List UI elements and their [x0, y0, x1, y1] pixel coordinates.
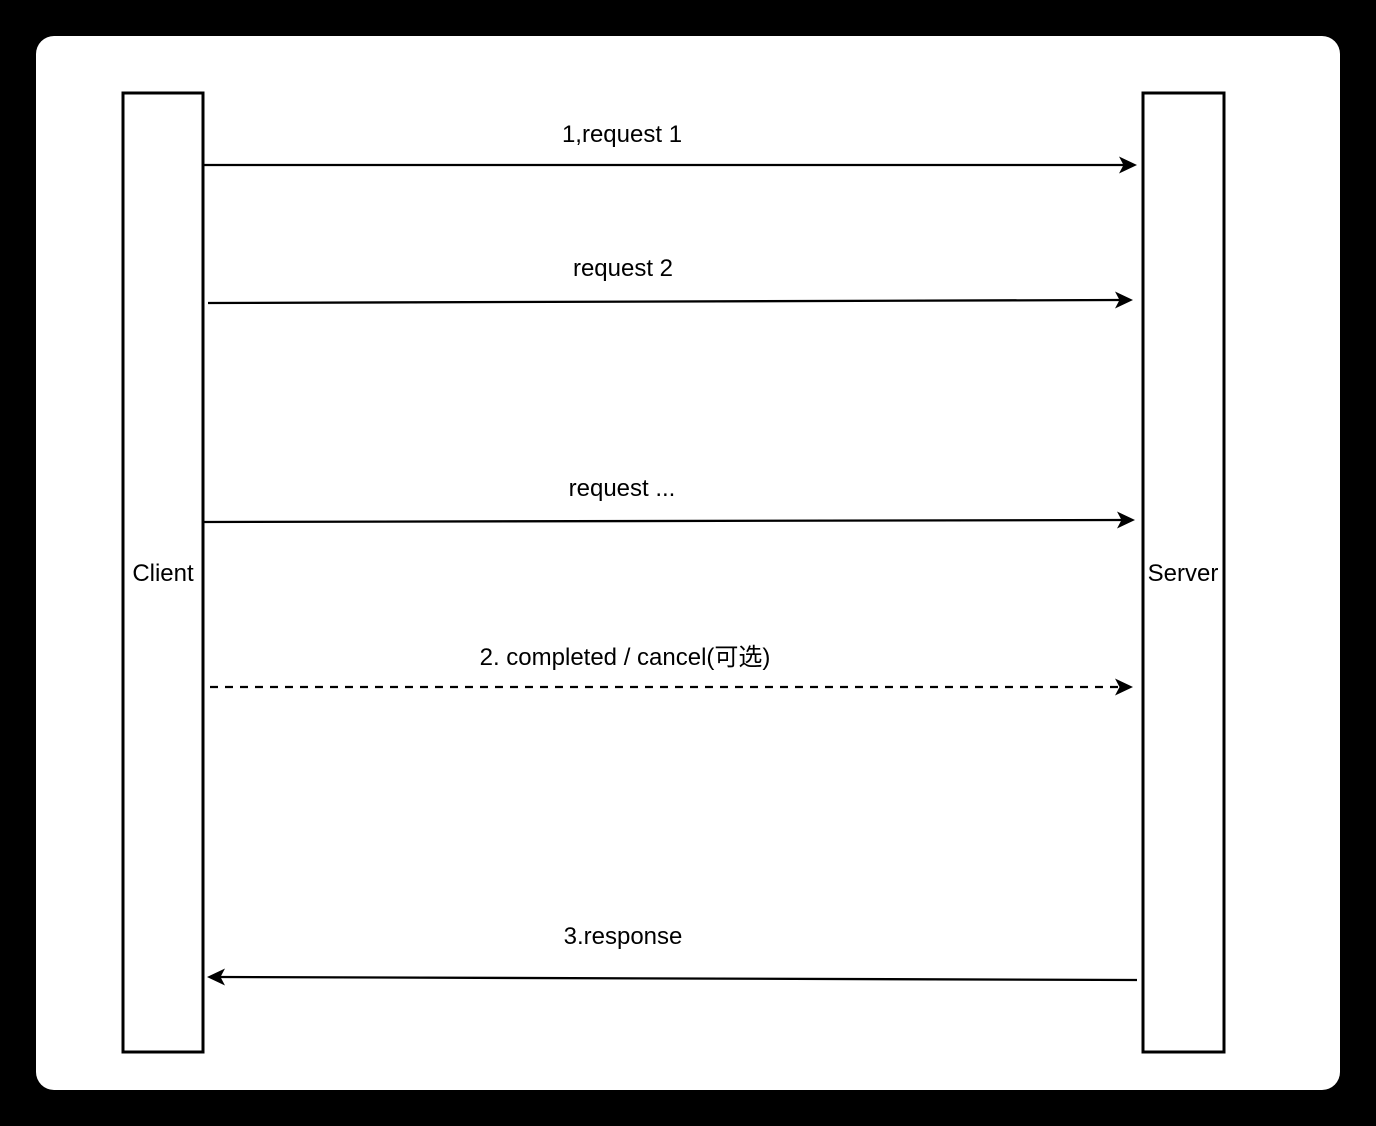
message-response-line — [220, 975, 1138, 982]
message-request-2-line — [207, 298, 1120, 305]
message-response-label: 3.response — [564, 923, 683, 950]
arrowhead-right-icon — [1117, 511, 1135, 529]
message-request-2-label: request 2 — [573, 255, 673, 282]
client-label: Client — [132, 560, 194, 587]
server-lifeline-box — [1141, 91, 1226, 1054]
server-lifeline: Server — [1141, 91, 1226, 1054]
server-label: Server — [1148, 560, 1219, 587]
client-lifeline-box — [121, 91, 205, 1054]
sequence-diagram: Client Server 1,request 1 request 2 — [121, 91, 1226, 1054]
message-request-more-label: request ... — [569, 475, 676, 502]
client-lifeline: Client — [121, 91, 205, 1054]
message-completed-cancel-label: 2. completed / cancel(可选) — [480, 644, 771, 671]
arrowhead-right-icon — [1115, 291, 1133, 309]
message-request-1: 1,request 1 — [203, 121, 1137, 174]
diagram-canvas: Client Server 1,request 1 request 2 — [36, 36, 1340, 1090]
arrowhead-right-icon — [1115, 678, 1133, 696]
message-request-1-label: 1,request 1 — [562, 121, 682, 148]
message-request-2: request 2 — [207, 255, 1133, 309]
arrowhead-right-icon — [1119, 156, 1137, 174]
arrowhead-left-icon — [207, 968, 225, 986]
message-response: 3.response — [207, 923, 1138, 986]
message-completed-cancel: 2. completed / cancel(可选) — [210, 644, 1133, 696]
message-request-more-line — [202, 518, 1122, 524]
message-request-more: request ... — [202, 475, 1135, 529]
